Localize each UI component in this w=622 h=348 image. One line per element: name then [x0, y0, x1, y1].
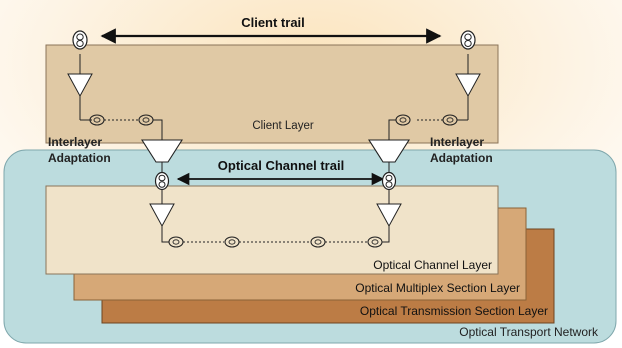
client-left-termination-icon — [72, 30, 88, 50]
interlayer-right-adaptation-trapezoid — [367, 139, 411, 163]
client-layer-box — [45, 44, 499, 144]
client-left-adaptation-triangle — [67, 73, 93, 98]
interlayer-right-label-line2: Adaptation — [430, 151, 493, 165]
oms-layer-label: Optical Multiplex Section Layer — [355, 281, 520, 295]
och-right-termination-icon — [381, 171, 397, 191]
och-left-termination-icon — [154, 171, 170, 191]
ots-layer-label: Optical Transmission Section Layer — [360, 304, 548, 318]
och-layer-box — [45, 185, 499, 275]
interlayer-left-adaptation-trapezoid — [140, 139, 184, 163]
otn-label: Optical Transport Network — [459, 325, 599, 339]
client-right-adaptation-triangle — [455, 73, 481, 98]
och-left-adaptation-triangle — [149, 203, 175, 228]
client-layer-label: Client Layer — [252, 120, 314, 132]
interlayer-left-label-line2: Adaptation — [48, 151, 111, 165]
och-right-adaptation-triangle — [376, 203, 402, 228]
och-layer-label: Optical Channel Layer — [373, 258, 492, 272]
och-trail-label: Optical Channel trail — [218, 158, 344, 173]
client-right-termination-icon — [460, 30, 476, 50]
client-trail-label: Client trail — [241, 15, 305, 30]
interlayer-left-label-line1: Interlayer — [48, 135, 102, 149]
interlayer-right-label-line1: Interlayer — [430, 135, 484, 149]
